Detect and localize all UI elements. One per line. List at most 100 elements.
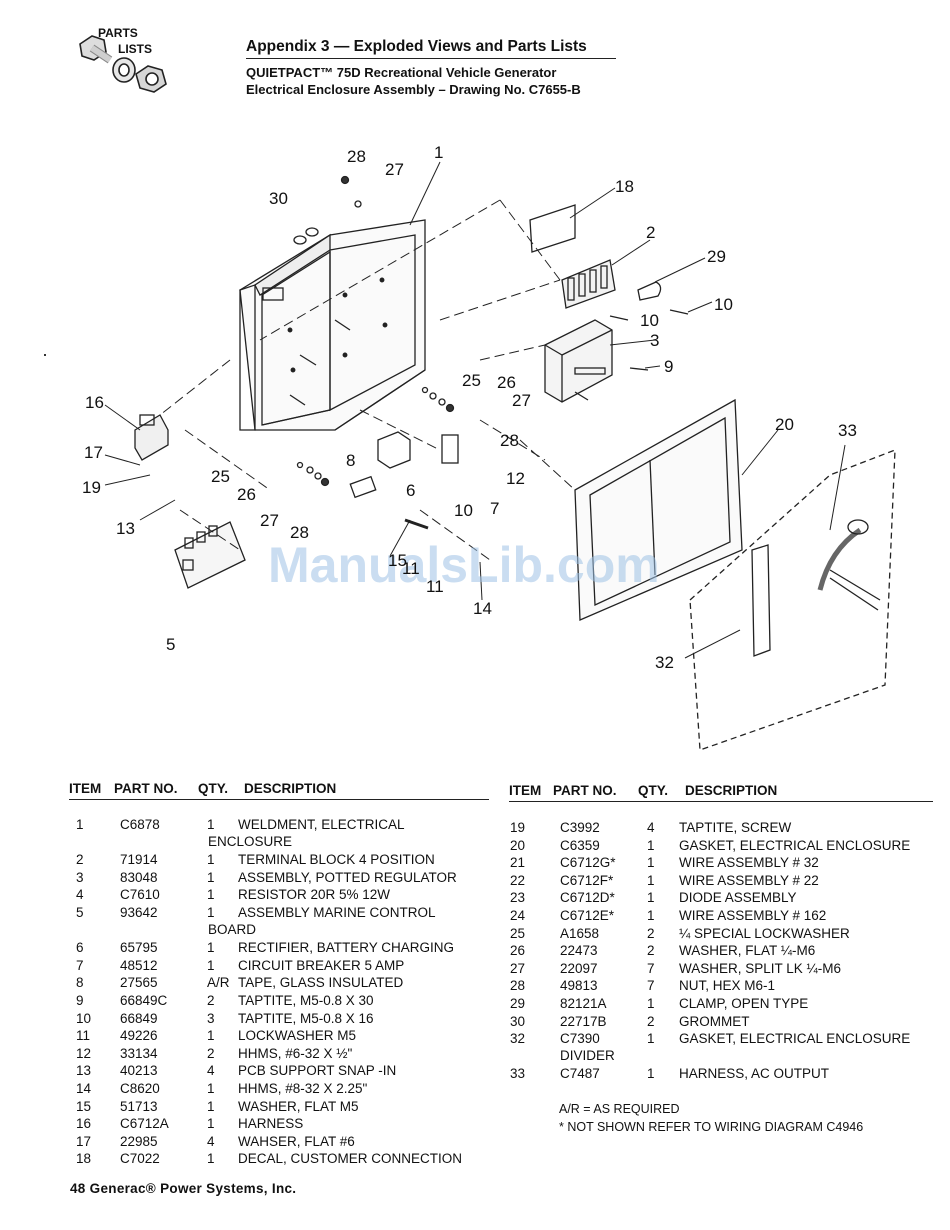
page-title: Appendix 3 — Exploded Views and Parts Li… <box>246 38 587 55</box>
item-cell: 5 <box>76 905 84 920</box>
description-cell: TAPTITE, SCREW <box>679 820 792 835</box>
gasket-20 <box>574 398 743 621</box>
description-cell: WIRE ASSEMBLY # 162 <box>679 908 827 923</box>
bolt-nut-washer-icon <box>79 35 167 93</box>
qty-cell: 4 <box>207 1133 215 1149</box>
col-header-qty: QTY. <box>198 781 229 796</box>
part-no-cell: 51713 <box>120 1098 158 1114</box>
part-no-cell: 71914 <box>120 852 158 868</box>
qty-cell: 1 <box>647 996 655 1011</box>
part-no-cell: 66849 <box>120 1010 158 1026</box>
callout-11: 11 <box>426 577 444 596</box>
qty-cell: 1 <box>207 852 215 868</box>
part-no-cell: 27565 <box>120 975 158 991</box>
col-header-description: DESCRIPTION <box>244 781 337 796</box>
callout-17: 17 <box>84 443 103 462</box>
description-cell: HHMS, #6-32 X ½" <box>238 1045 353 1061</box>
callout-30: 30 <box>269 189 288 208</box>
description-cell: GROMMET <box>679 1013 750 1029</box>
part-no-cell: 22717B <box>560 1013 607 1029</box>
splitwasher-27c <box>354 200 362 208</box>
part-no-cell: C8620 <box>120 1081 160 1096</box>
exploded-view-diagram: ManualsLib.com 1 2 3 5 6 7 8 9 10 10 10 … <box>82 143 896 751</box>
callout-25a: 25 <box>462 371 481 390</box>
qty-cell: A/R <box>207 975 230 991</box>
item-cell: 1 <box>76 817 84 832</box>
grommet-30a <box>293 235 307 245</box>
tape-8 <box>349 475 377 499</box>
rectifier-6 <box>377 431 411 469</box>
callout-20: 20 <box>775 415 794 434</box>
item-cell: 29 <box>510 996 526 1011</box>
lockwasher-25b <box>421 386 429 394</box>
part-no-cell: A1658 <box>560 925 600 941</box>
description-cell: TERMINAL BLOCK 4 POSITION <box>238 852 435 868</box>
qty-cell: 1 <box>207 817 215 832</box>
circuit-breaker-7 <box>441 434 459 464</box>
terminal-block-2 <box>561 259 616 309</box>
callout-12: 12 <box>506 469 525 488</box>
callout-26a: 26 <box>497 373 516 392</box>
nut-28a <box>320 477 330 487</box>
item-cell: 24 <box>510 908 526 923</box>
description-cell: LOCKWASHER M5 <box>238 1028 357 1044</box>
qty-cell: 3 <box>207 1010 215 1026</box>
item-cell: 13 <box>76 1063 92 1079</box>
part-no-cell: 48512 <box>120 957 158 973</box>
parts-lists-logo: PARTS LISTS <box>72 26 182 102</box>
description-cell: ¼ SPECIAL LOCKWASHER <box>679 925 850 941</box>
qty-cell: 1 <box>647 908 655 923</box>
col-header-qty: QTY. <box>638 783 669 798</box>
part-no-cell: 83048 <box>120 869 158 885</box>
qty-cell: 1 <box>207 1081 215 1096</box>
screw-9 <box>629 367 649 371</box>
callout-11b: 11 <box>402 559 420 578</box>
callout-15: 15 <box>388 551 407 570</box>
part-no-cell: 22473 <box>560 943 598 959</box>
callout-19: 19 <box>82 478 101 497</box>
description-cell: ASSEMBLY, POTTED REGULATOR <box>238 869 457 885</box>
qty-cell: 1 <box>207 887 215 903</box>
callout-8: 8 <box>346 451 355 470</box>
callout-28a: 28 <box>347 147 366 166</box>
item-cell: 12 <box>76 1045 92 1061</box>
control-board-5 <box>174 521 246 589</box>
description-continuation: DIVIDER <box>560 1047 615 1063</box>
item-cell: 25 <box>510 925 526 941</box>
item-cell: 9 <box>76 993 84 1008</box>
callout-5: 5 <box>166 635 175 654</box>
regulator-3 <box>544 319 613 403</box>
description-cell: WIRE ASSEMBLY # 22 <box>679 872 819 888</box>
watermark-text: ManualsLib.com <box>268 537 660 593</box>
callout-32: 32 <box>655 653 674 672</box>
part-no-cell: 22097 <box>560 960 598 976</box>
part-no-cell: C7487 <box>560 1066 600 1082</box>
item-cell: 7 <box>76 957 84 973</box>
description-cell: CIRCUIT BREAKER 5 AMP <box>238 957 405 973</box>
gasket-divider-32 <box>751 544 771 657</box>
page-subtitle-drawing: Electrical Enclosure Assembly – Drawing … <box>246 82 581 97</box>
qty-cell: 1 <box>647 1066 655 1082</box>
callout-16: 16 <box>85 393 104 412</box>
decal-18 <box>529 204 576 253</box>
logo-parts-label: PARTS <box>98 26 138 40</box>
item-cell: 15 <box>76 1098 92 1114</box>
description-cell: DECAL, CUSTOMER CONNECTION <box>238 1151 463 1167</box>
description-cell: GASKET, ELECTRICAL ENCLOSURE <box>679 837 911 853</box>
item-cell: 4 <box>76 887 84 903</box>
callout-10a: 10 <box>640 311 659 330</box>
screw-10b <box>669 309 689 315</box>
part-no-cell: 65795 <box>120 940 158 956</box>
item-cell: 11 <box>76 1028 91 1044</box>
note-not-shown: * NOT SHOWN REFER TO WIRING DIAGRAM C494… <box>559 1120 864 1134</box>
description-cell: WASHER, FLAT ¼-M6 <box>679 943 816 959</box>
item-cell: 28 <box>510 978 526 994</box>
description-cell: PCB SUPPORT SNAP -IN <box>238 1063 397 1079</box>
part-no-cell: C7022 <box>120 1151 160 1167</box>
qty-cell: 7 <box>647 960 655 976</box>
qty-cell: 2 <box>647 925 655 941</box>
description-cell: CLAMP, OPEN TYPE <box>679 996 809 1011</box>
col-header-part-no: PART NO. <box>114 781 178 796</box>
description-cell: WASHER, SPLIT LK ¼-M6 <box>679 960 842 976</box>
splitwasher-27a <box>314 472 322 480</box>
